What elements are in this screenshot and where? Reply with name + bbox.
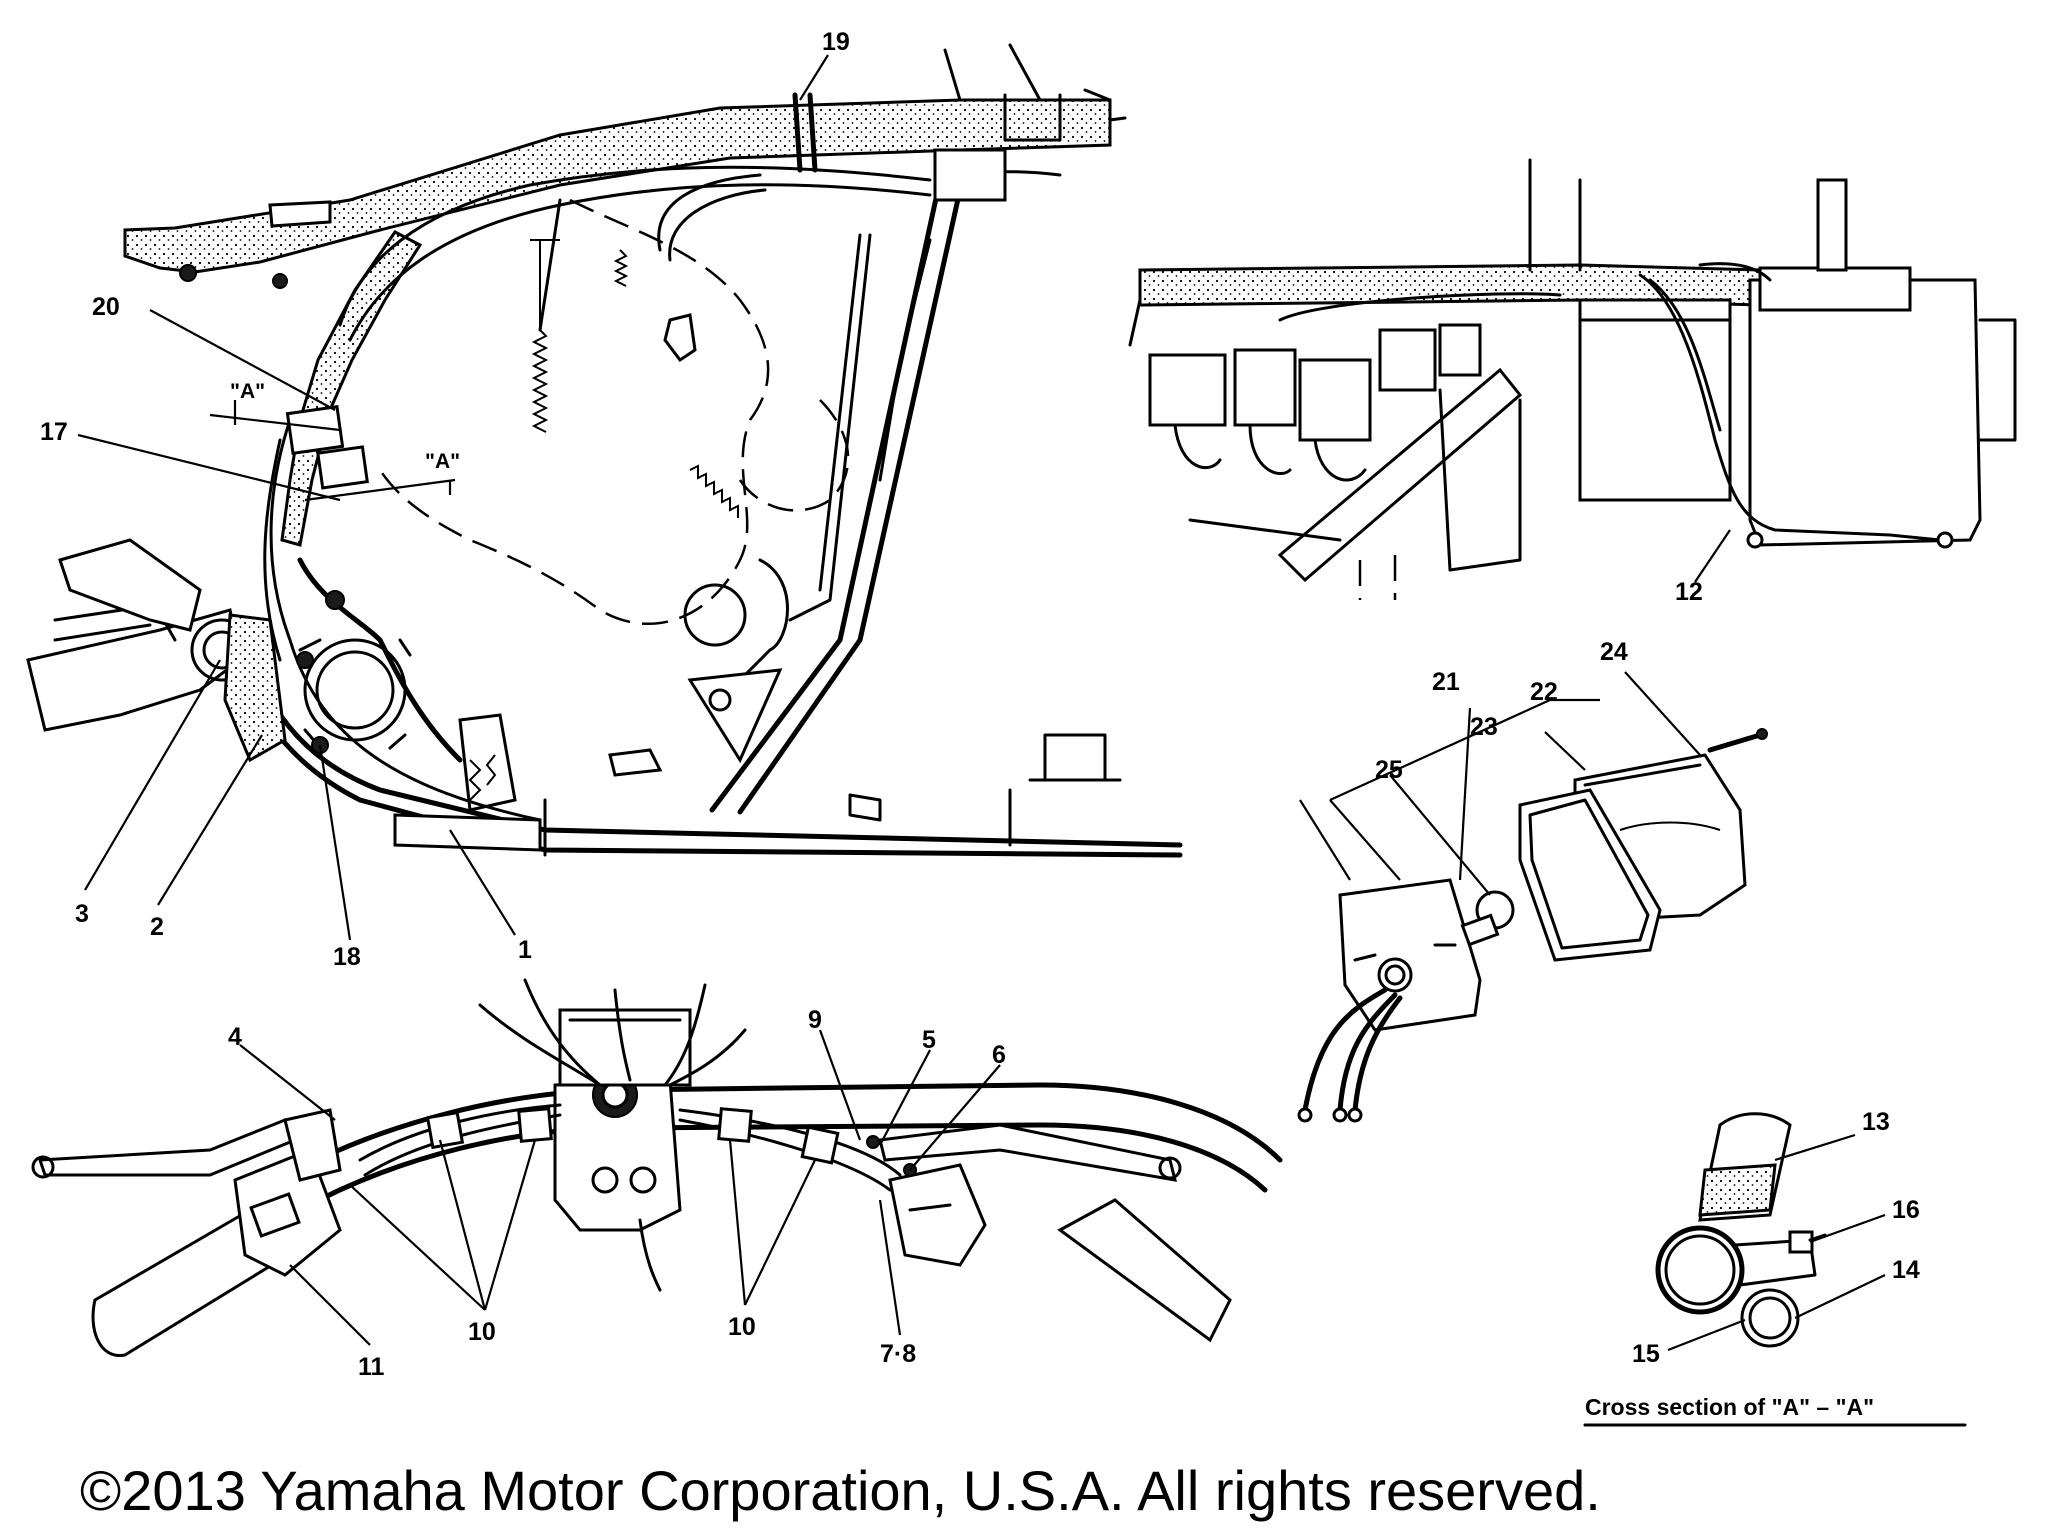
callout-22: 22: [1530, 678, 1558, 706]
callout-19: 19: [822, 28, 850, 56]
steering-clamp: [58, 538, 202, 632]
electrical-box-view: [1128, 158, 2017, 600]
tail-wires: [1302, 987, 1403, 1113]
callout-1: 1: [518, 936, 532, 964]
ignition-coil: [1277, 367, 1523, 583]
battery: [1578, 298, 1732, 502]
callout-16: 16: [1892, 1196, 1920, 1224]
leader-lines: [77, 54, 1886, 1352]
callout-10-left: 10: [468, 1318, 496, 1346]
right-grip: [1057, 1198, 1232, 1343]
brake-lever: [878, 1123, 1178, 1182]
callout-15: 15: [1632, 1340, 1660, 1368]
callout-20: 20: [92, 293, 120, 321]
callout-labels: 19 20 17 3 2 18 1 12 21 22 23 24 25 4 9 …: [40, 28, 1920, 1381]
spring-right: [689, 464, 739, 518]
left-grip: [91, 1207, 283, 1357]
frame-down-tube: [280, 230, 423, 547]
handlebar-view: [31, 978, 1283, 1357]
callout-10-right: 10: [728, 1313, 756, 1341]
tail-light-exploded: [1297, 698, 1768, 1123]
tail-base: [1338, 878, 1482, 1032]
copyright-notice: ©2013 Yamaha Motor Corporation, U.S.A. A…: [80, 1459, 1601, 1522]
callout-23: 23: [1470, 713, 1498, 741]
callout-17: 17: [40, 418, 68, 446]
box-wire-harness: [1638, 273, 1942, 542]
frame-bottom-rail: [247, 637, 1183, 848]
callout-9: 9: [808, 1006, 822, 1034]
tail-screw: [1707, 732, 1763, 753]
callout-3: 3: [75, 900, 89, 928]
cross-section-caption: Cross section of "A" – "A": [1585, 1394, 1874, 1420]
section-mark-a-right: "A": [425, 450, 460, 473]
callout-2: 2: [150, 913, 164, 941]
stator-cover: [298, 638, 412, 750]
engine-outline: [378, 198, 770, 625]
tail-bulb: [1460, 890, 1515, 947]
callout-4: 4: [228, 1023, 242, 1051]
cross-section-a-a: [1655, 1112, 1827, 1348]
callout-11: 11: [358, 1353, 385, 1381]
frame-rear-stub: [943, 43, 1127, 122]
air-box: [1748, 278, 1982, 547]
callout-24: 24: [1600, 638, 1628, 666]
frame-view: [26, 43, 1183, 858]
callout-21: 21: [1432, 668, 1460, 696]
callout-6: 6: [992, 1041, 1006, 1069]
callout-14: 14: [1892, 1256, 1920, 1284]
right-switch: [888, 1163, 987, 1267]
callout-18: 18: [333, 943, 361, 971]
clutch-lever: [37, 1118, 298, 1177]
tail-gasket: [1518, 788, 1662, 962]
callout-12: 12: [1675, 578, 1703, 606]
callout-13: 13: [1862, 1108, 1890, 1136]
section-mark-a-left: "A": [230, 380, 265, 403]
regulator: [1148, 353, 1227, 427]
callout-5: 5: [922, 1026, 936, 1054]
center-bracket: [458, 713, 517, 812]
harness-connector: [933, 148, 1007, 202]
spring-left: [531, 329, 549, 433]
callout-25: 25: [1375, 756, 1403, 784]
callout-7-8: 7·8: [880, 1340, 916, 1368]
